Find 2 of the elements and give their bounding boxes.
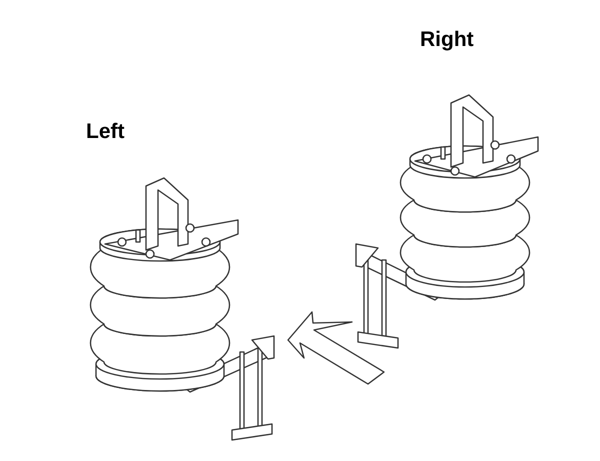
view-label: Left	[86, 120, 124, 144]
view-label: Right	[420, 28, 474, 52]
